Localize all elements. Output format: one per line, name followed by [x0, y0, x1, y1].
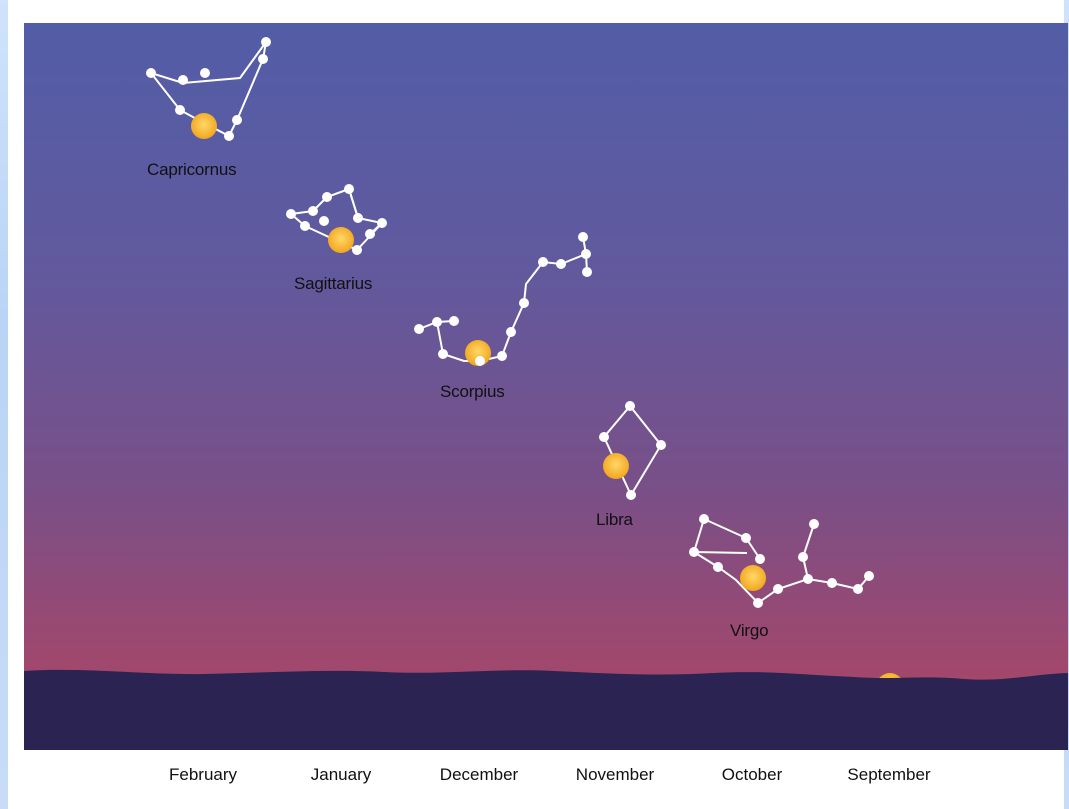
- sun-sagittarius: [328, 227, 354, 253]
- sagittarius-stars: [286, 184, 387, 255]
- month-label-october: October: [721, 765, 783, 784]
- month-label-november: November: [575, 765, 655, 784]
- scorpius-stars: [414, 232, 592, 366]
- sky-illustration: [24, 23, 1068, 750]
- sun-capricornus: [191, 113, 217, 139]
- sun-libra: [603, 453, 629, 479]
- sky-scene: Capricornus Sagittarius Scorpius Libra V…: [24, 23, 1068, 750]
- capricornus-label: Capricornus: [147, 160, 237, 179]
- virgo-label: Virgo: [730, 621, 769, 640]
- sun-virgo: [740, 565, 766, 591]
- capricornus-stars: [146, 37, 271, 141]
- libra-stars: [599, 401, 666, 500]
- month-label-september: September: [847, 765, 931, 784]
- month-label-february: February: [168, 765, 238, 784]
- sagittarius-label: Sagittarius: [294, 274, 373, 293]
- libra-label: Libra: [596, 510, 633, 529]
- sky-background: [24, 23, 1068, 750]
- month-label-december: December: [439, 765, 519, 784]
- scorpius-label: Scorpius: [440, 382, 505, 401]
- month-label-january: January: [310, 765, 372, 784]
- virgo-stars: [689, 514, 874, 608]
- horizon-hills: [24, 669, 1068, 750]
